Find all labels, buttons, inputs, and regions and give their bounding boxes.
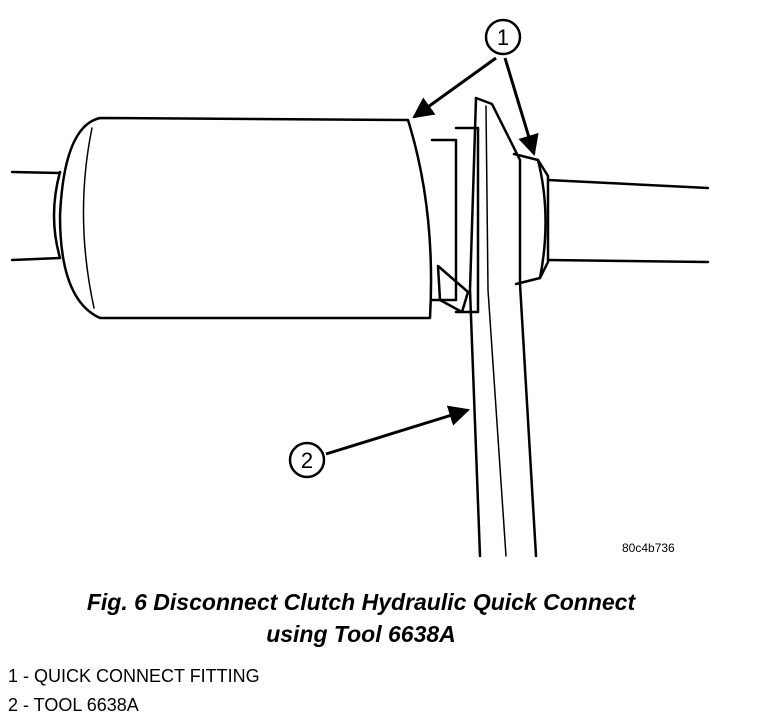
- callout-1-label: 1: [497, 25, 509, 50]
- callout-1-circle: [484, 18, 522, 56]
- quick-connect-body: [58, 116, 433, 320]
- tool-6638a-bar-edge: [468, 96, 482, 558]
- figure-caption: Fig. 6 Disconnect Clutch Hydraulic Quick…: [0, 586, 722, 650]
- callout-2-label: 2: [301, 448, 313, 473]
- fitting-collar: [430, 138, 458, 302]
- image-reference-code: 80c4b736: [622, 541, 675, 555]
- figure-caption-line-2: using Tool 6638A: [266, 621, 456, 647]
- callout-2-circle: [288, 441, 326, 479]
- fitting-flange: [454, 126, 480, 314]
- callout-2: 2: [288, 405, 471, 479]
- right-hydraulic-line: [546, 178, 710, 264]
- callout-1-leader-b: [503, 57, 539, 157]
- callout-1: 1: [412, 18, 539, 157]
- quick-connect-fitting: [512, 152, 547, 286]
- legend-item-2: 2 - TOOL 6638A: [8, 695, 139, 715]
- body-shading-line: [82, 127, 95, 309]
- tool-6638a-bar: [474, 96, 538, 558]
- tool-6638a-inner-line: [485, 105, 507, 557]
- clutch-quick-connect-illustration: 1 2 80c4b736: [10, 18, 710, 558]
- callout-1-leader-a: [412, 56, 497, 119]
- left-line-end: [52, 170, 62, 260]
- figure-legend: 1 - QUICK CONNECT FITTING 2 - TOOL 6638A: [8, 662, 260, 720]
- left-hydraulic-line: [10, 170, 62, 262]
- legend-item-1: 1 - QUICK CONNECT FITTING: [8, 666, 260, 686]
- callout-2-leader: [325, 405, 471, 456]
- figure-caption-line-1: Fig. 6 Disconnect Clutch Hydraulic Quick…: [86, 589, 636, 615]
- fitting-ring: [536, 158, 550, 280]
- tool-jaw-wedge: [436, 264, 470, 314]
